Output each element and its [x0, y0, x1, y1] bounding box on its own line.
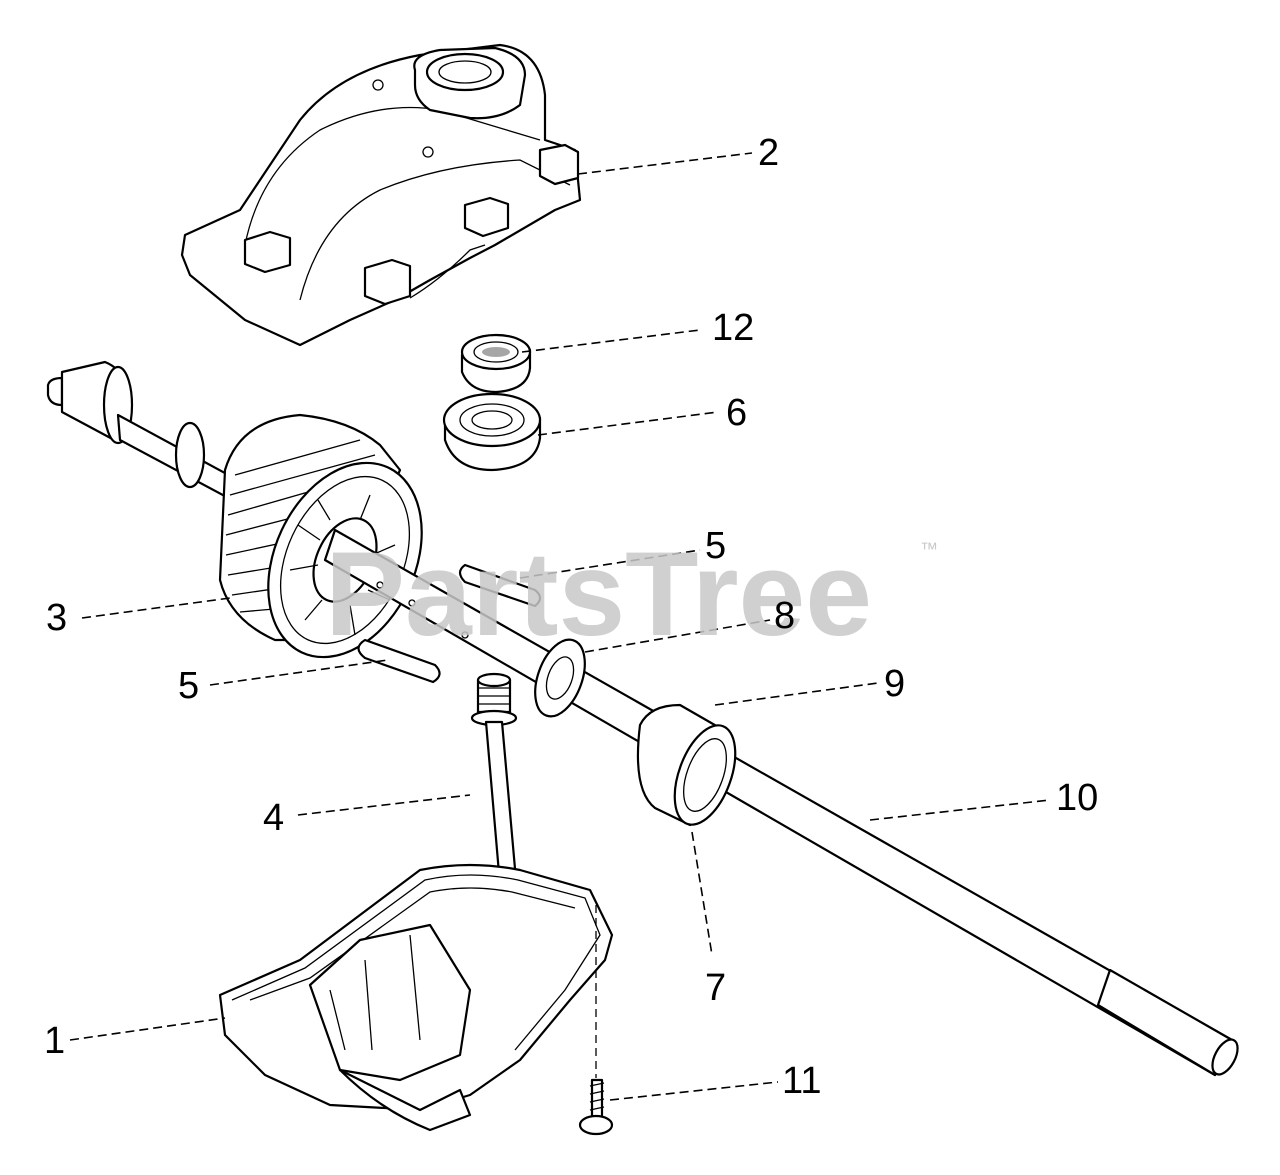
leader-lines	[69, 152, 1051, 1101]
callout-6: 6	[726, 392, 747, 434]
key-pin-lower	[357, 638, 441, 684]
callout-10: 10	[1056, 777, 1098, 819]
screw	[578, 905, 614, 1136]
callout-4: 4	[263, 797, 284, 839]
shaft-collar	[636, 703, 737, 827]
watermark-trademark: ™	[920, 539, 938, 559]
small-bearing	[460, 333, 532, 394]
callout-12: 12	[712, 307, 754, 349]
callout-2: 2	[758, 132, 779, 174]
upper-housing-cover	[180, 43, 582, 347]
watermark-text: PartsTree	[325, 527, 872, 661]
lower-housing	[218, 863, 614, 1132]
callout-9: 9	[884, 663, 905, 705]
callout-5-lower: 5	[178, 665, 199, 707]
callout-5-upper: 5	[705, 525, 726, 567]
key-pin-upper	[458, 563, 542, 608]
thrust-washer	[534, 638, 586, 718]
callout-7: 7	[705, 967, 726, 1009]
large-bearing	[442, 392, 542, 472]
callout-11: 11	[782, 1060, 821, 1102]
callout-1: 1	[44, 1020, 65, 1062]
callout-3: 3	[46, 597, 67, 639]
callout-8: 8	[774, 595, 795, 637]
